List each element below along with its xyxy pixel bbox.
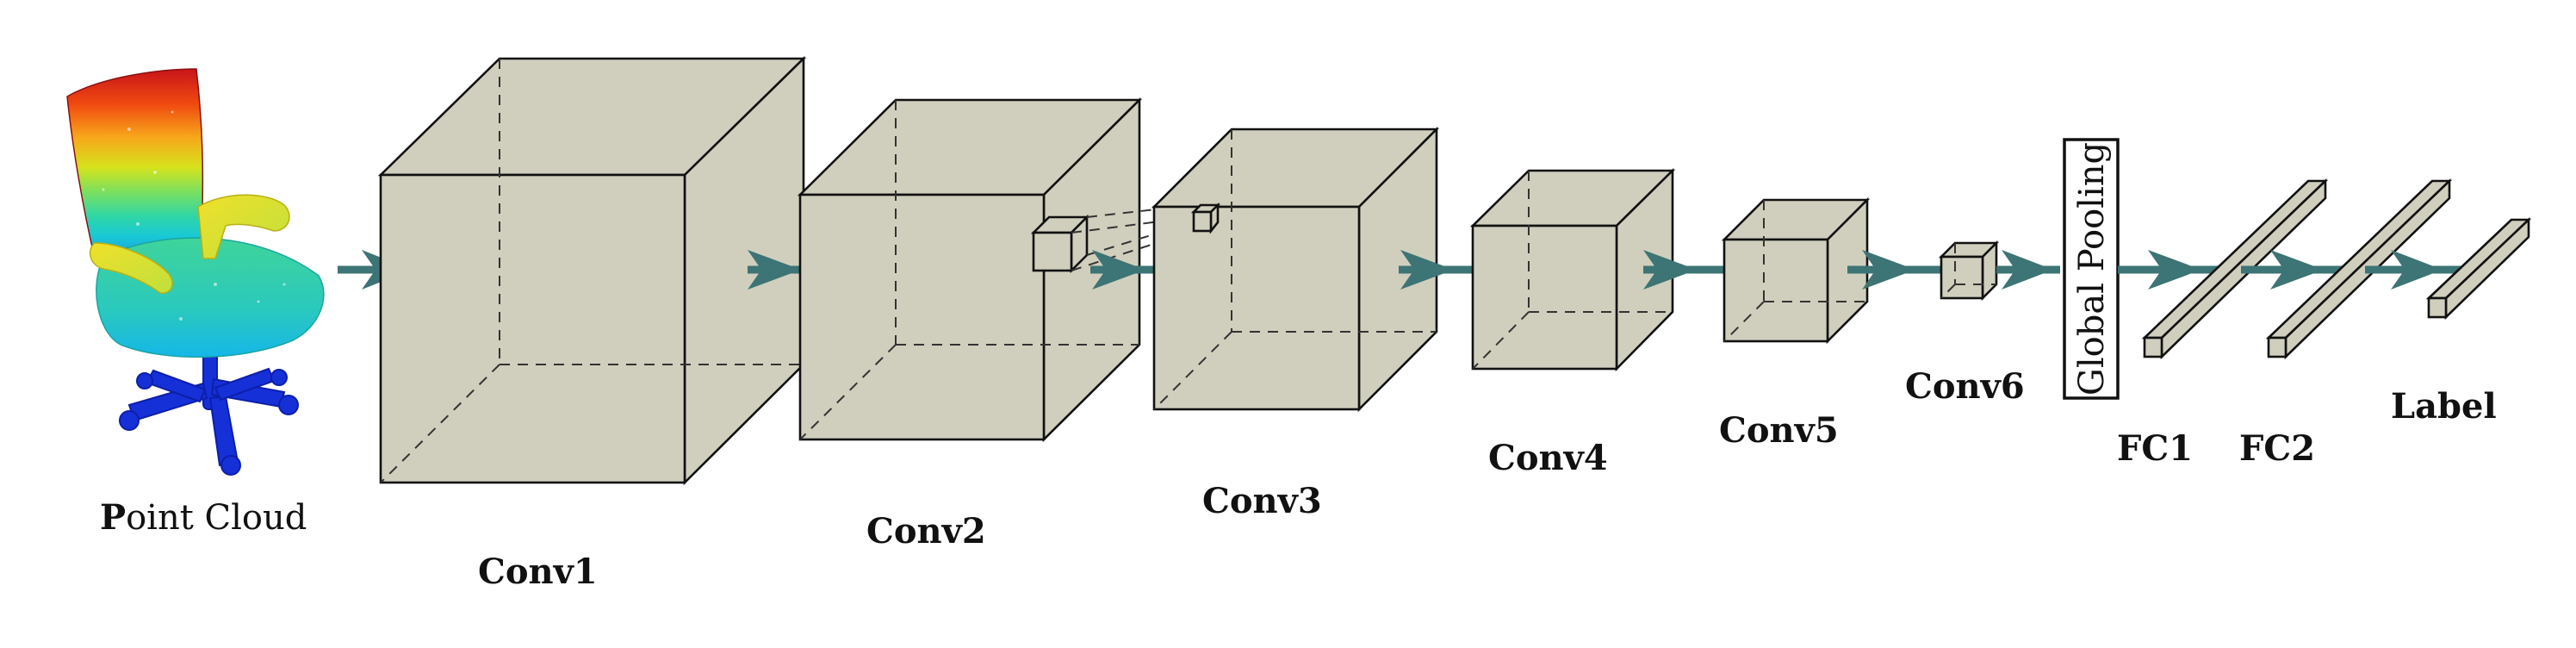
conv5-label: Conv5 xyxy=(1719,410,1839,451)
arrow-right-icon xyxy=(2365,250,2468,290)
conv2-label: Conv2 xyxy=(866,511,986,551)
conv4-label: Conv4 xyxy=(1488,438,1608,478)
conv2-block xyxy=(797,97,1143,443)
output-block xyxy=(2425,216,2532,321)
conv2-kernel-cube xyxy=(1030,214,1090,274)
global-pooling-label: Global Pooling xyxy=(2072,142,2112,396)
conv3-label: Conv3 xyxy=(1202,481,1322,521)
point-cloud-label-rest: oint Cloud xyxy=(126,498,307,538)
arrow-right-icon xyxy=(1996,250,2060,290)
conv6-block xyxy=(1938,240,2000,302)
global-pooling-block: Global Pooling xyxy=(2063,138,2120,400)
arrow-right-icon xyxy=(1847,250,1943,290)
arrow-right-icon xyxy=(2241,250,2344,290)
conv4-block xyxy=(1469,167,1676,372)
conv6-label: Conv6 xyxy=(1905,366,2025,407)
conv3-kernel-cube xyxy=(1190,202,1221,234)
fc1-label: FC1 xyxy=(2117,428,2193,469)
kernel-projection-lines xyxy=(1071,204,1210,271)
conv1-label: Conv1 xyxy=(478,551,598,592)
fc2-label: FC2 xyxy=(2239,428,2315,469)
point-cloud-label: Point Cloud xyxy=(100,497,307,538)
conv1-block xyxy=(377,55,807,486)
conv3-block xyxy=(1151,126,1440,413)
conv5-block xyxy=(1721,196,1871,345)
point-cloud-label-initial: P xyxy=(100,497,126,538)
point-cloud-chair-icon xyxy=(66,68,325,476)
arrow-right-icon xyxy=(2118,250,2226,290)
output-label: Label xyxy=(2391,386,2497,427)
